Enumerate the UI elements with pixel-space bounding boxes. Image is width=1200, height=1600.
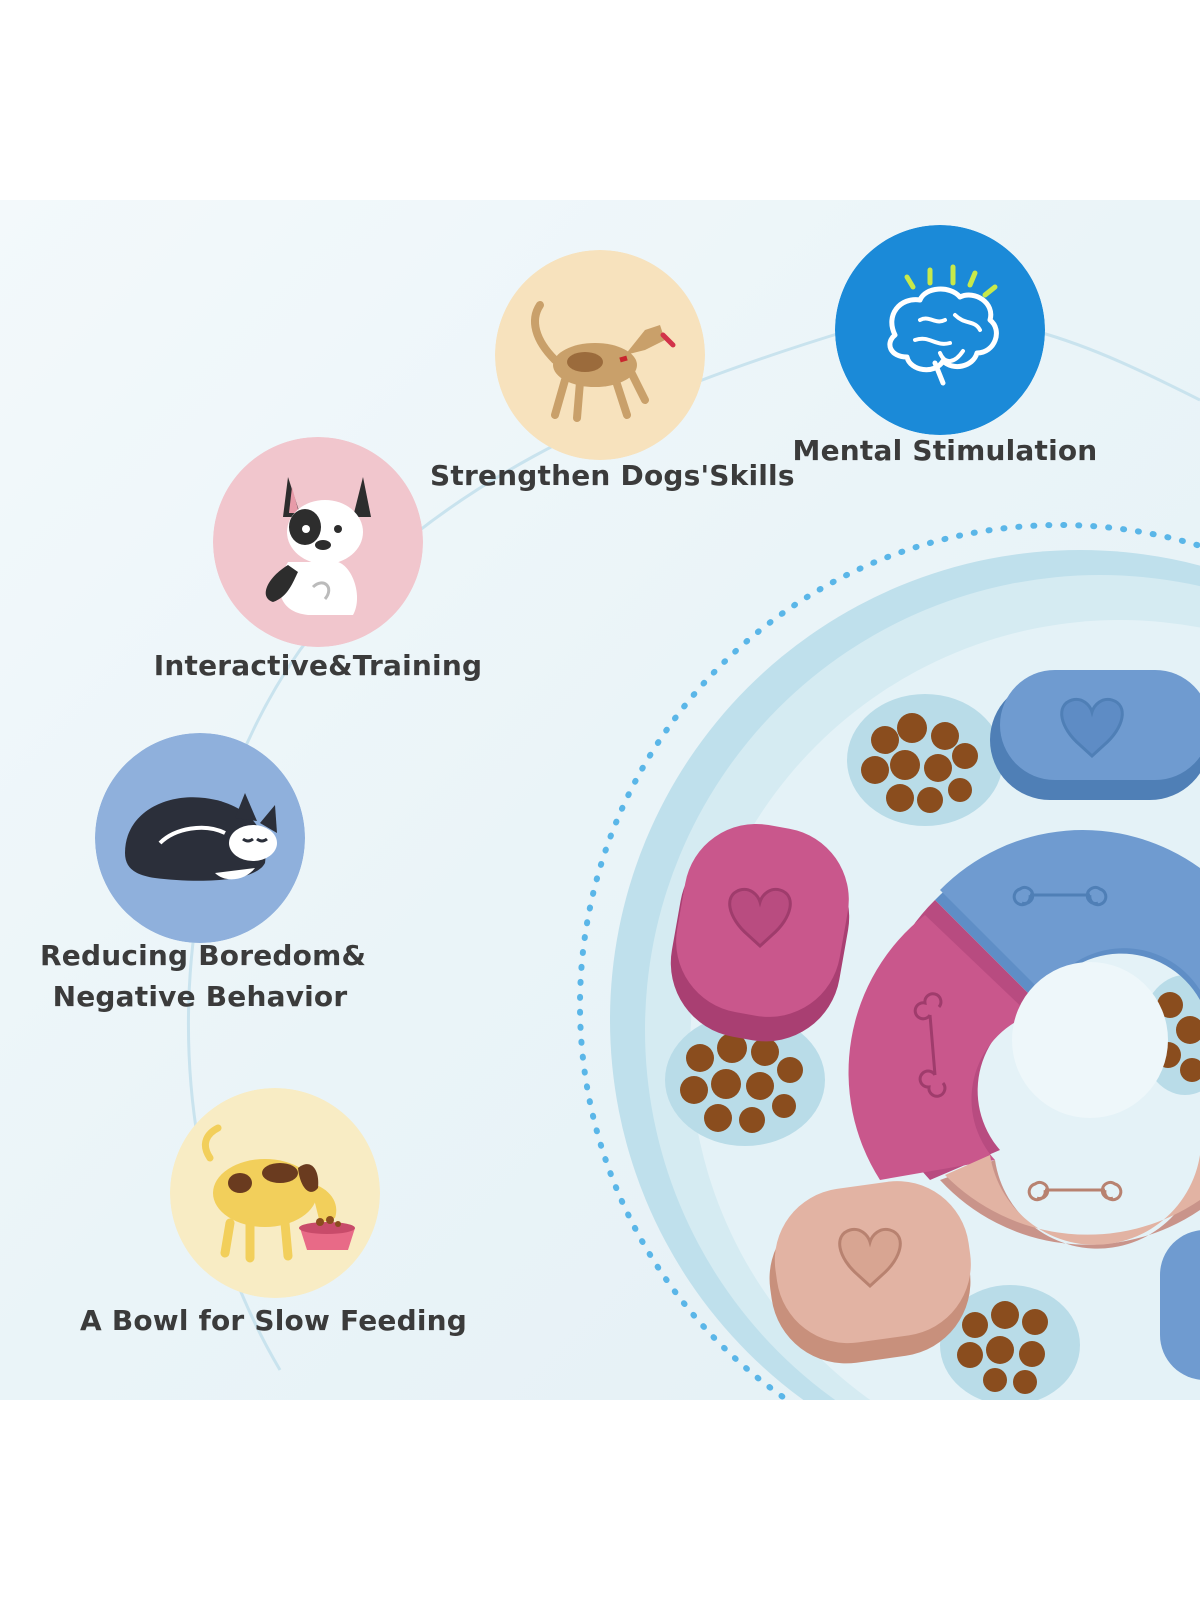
feature-label-mental: Mental Stimulation (792, 434, 1098, 467)
kibble-well-left (665, 1014, 825, 1146)
feature-label-interactive: Interactive&Training (153, 649, 483, 682)
pink-heart-cover[interactable] (659, 813, 861, 1054)
kibble-well-top (847, 694, 1003, 826)
brain-icon (835, 225, 1045, 435)
jumping-dog-icon (495, 250, 705, 460)
blue-heart-cover[interactable] (990, 670, 1200, 800)
sitting-bulldog-icon (213, 437, 423, 647)
rotating-center-dial[interactable] (848, 830, 1200, 1249)
bone-icon (913, 992, 947, 1098)
heart-icon (1060, 697, 1124, 759)
bone-icon (1027, 1180, 1123, 1202)
infographic-panel: Strengthen Dogs'Skills Mental Stimulatio… (0, 200, 1200, 1400)
blue-cover-partial (1160, 1230, 1200, 1380)
bone-icon (1012, 885, 1108, 907)
eating-dog-icon (170, 1088, 380, 1298)
feature-label-boredom-line1: Reducing Boredom& (40, 939, 367, 972)
feature-label-skills: Strengthen Dogs'Skills (430, 459, 795, 492)
beige-heart-cover[interactable] (760, 1172, 980, 1373)
puzzle-feeder-illustration (186, 315, 1200, 1400)
sleeping-husky-icon (95, 733, 305, 943)
heart-icon (838, 1227, 902, 1289)
kibble-well-bottom (940, 1285, 1080, 1400)
feature-label-boredom-line2: Negative Behavior (52, 980, 348, 1013)
heart-icon (728, 887, 792, 949)
feature-label-slow-feeding: A Bowl for Slow Feeding (80, 1304, 467, 1337)
